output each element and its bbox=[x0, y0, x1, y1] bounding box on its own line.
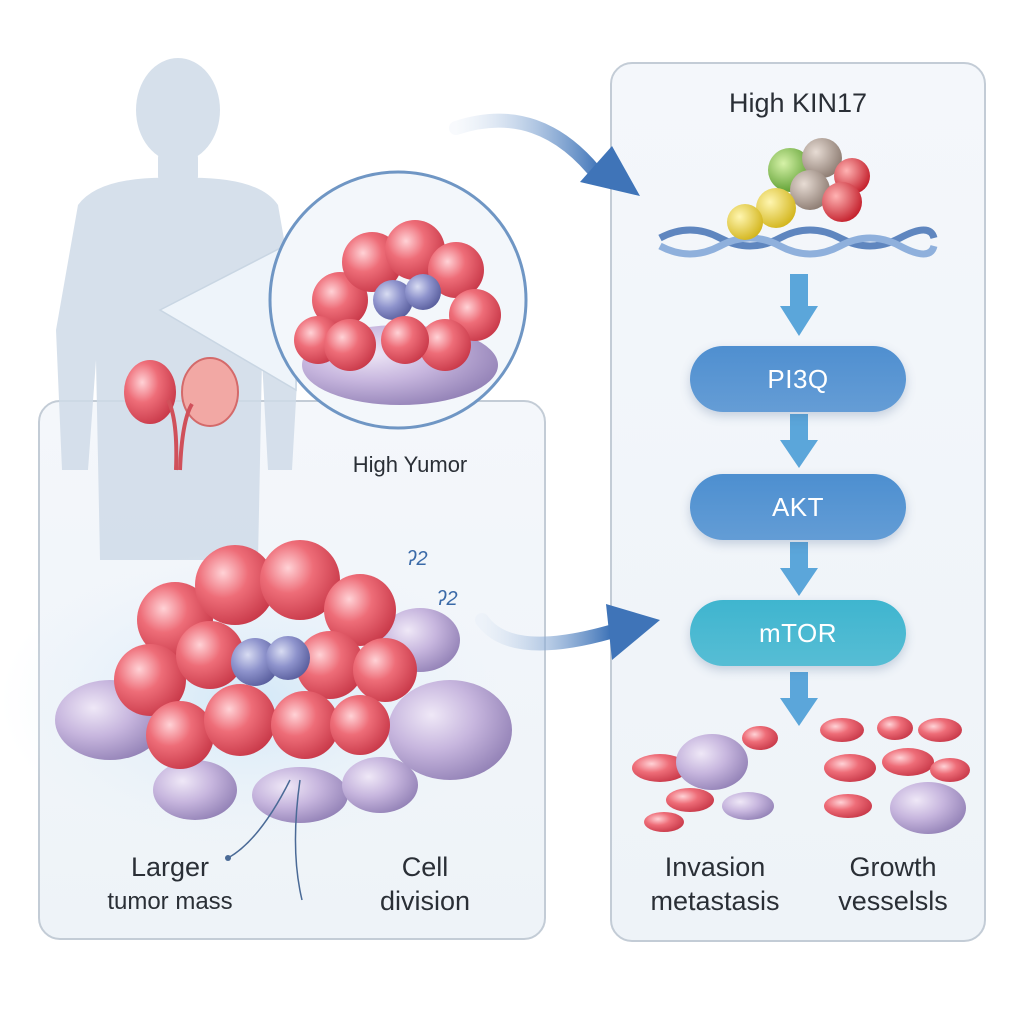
tumor-inset-label: High Yumor bbox=[352, 452, 468, 477]
squiggle-mark-2: ʔ2 bbox=[436, 588, 458, 610]
cell-division-label-line2: division bbox=[379, 886, 471, 916]
large-tumor-mass bbox=[55, 540, 512, 823]
dna-helix bbox=[658, 226, 938, 258]
kidneys-illustration bbox=[124, 357, 239, 471]
pathway-node-mtor: mTOR bbox=[690, 600, 906, 666]
growth-cell-clusters bbox=[820, 716, 970, 834]
growth-label-line1: Growth bbox=[849, 852, 937, 882]
kin17-protein bbox=[727, 138, 870, 240]
pathway-node-pi3q: PI3Q bbox=[690, 346, 906, 412]
inset-tumor-cells bbox=[294, 220, 501, 405]
arrow-to-kin17 bbox=[449, 113, 607, 185]
invasion-cell-clusters bbox=[632, 726, 778, 832]
tumor-inset-circle bbox=[268, 170, 528, 430]
larger-tumor-label-line1: Larger bbox=[130, 852, 210, 882]
growth-label-line2: vesselsls bbox=[838, 886, 948, 916]
larger-tumor-label-line2: tumor mass bbox=[107, 888, 233, 915]
pathway-down-arrows bbox=[780, 274, 818, 726]
squiggle-mark-1: ʔ2 bbox=[406, 548, 428, 570]
arrow-to-mtor bbox=[475, 613, 617, 651]
pathway-node-akt: AKT bbox=[690, 474, 906, 540]
invasion-label-line1: Invasion bbox=[664, 852, 766, 882]
cell-division-label-line1: Cell bbox=[401, 852, 449, 882]
kin17-title: High KIN17 bbox=[728, 88, 868, 118]
invasion-label-line2: metastasis bbox=[650, 886, 780, 916]
